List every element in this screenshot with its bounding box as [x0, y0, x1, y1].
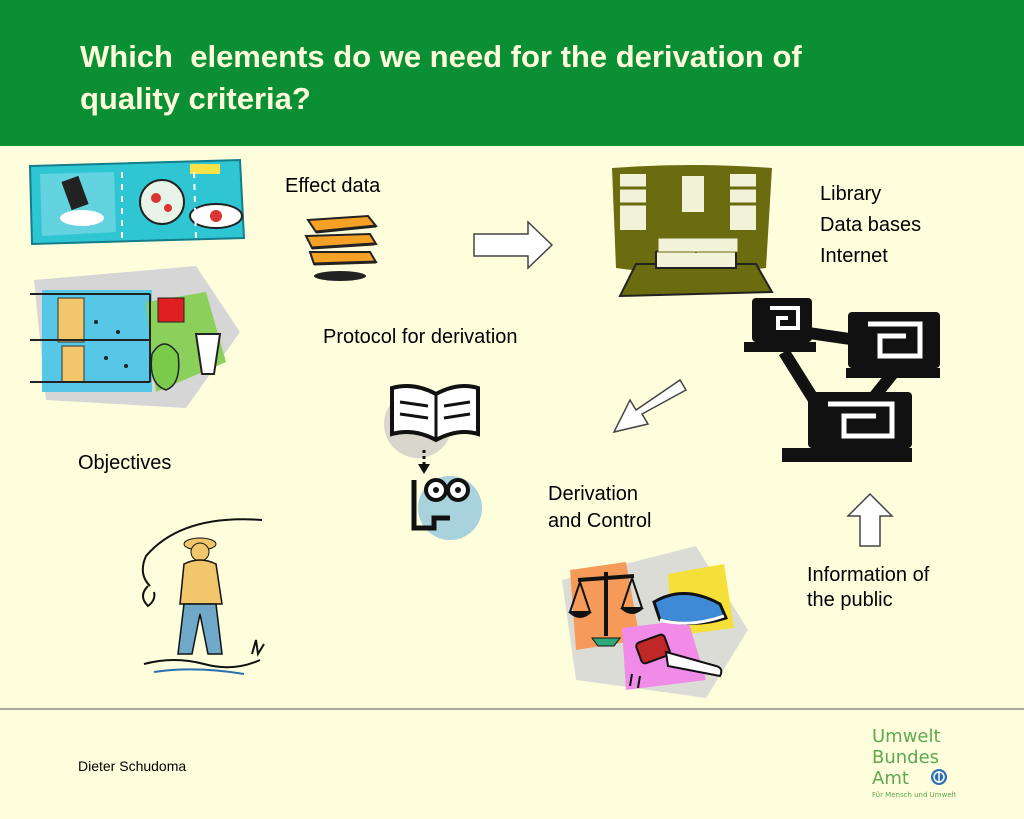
footer-divider: [0, 708, 1024, 710]
book-to-thinker-icon: [384, 384, 482, 540]
info-public-label-line2: the public: [807, 589, 893, 611]
databases-label: Data bases: [820, 214, 922, 236]
effect-data-label: Effect data: [285, 175, 381, 197]
logo-word-3: Amt: [872, 768, 909, 789]
author-name: Dieter Schudoma: [78, 758, 187, 774]
scales-gavel-book-clipart-icon: [562, 546, 748, 698]
networked-computers-icon: [744, 298, 940, 462]
laboratory-clipart-icon: [28, 158, 246, 246]
fisherman-clipart-icon: [141, 518, 265, 675]
globe-logo-icon: [931, 769, 947, 785]
derivation-label-line1: Derivation: [548, 483, 639, 505]
slide-title: Which elements do we need for the deriva…: [80, 39, 802, 116]
info-public-label-line1: Information of: [807, 564, 930, 586]
arrow-right-icon: [473, 220, 554, 270]
logo-tagline: Für Mensch und Umwelt: [872, 791, 957, 799]
uba-logo: Umwelt Bundes Amt Für Mensch und Umwelt: [872, 726, 956, 800]
protocol-label: Protocol for derivation: [323, 326, 518, 348]
objectives-label: Objectives: [78, 452, 172, 474]
library-label: Library: [820, 183, 882, 205]
derivation-label-line2: and Control: [548, 510, 652, 532]
stacked-books-icon: [304, 214, 378, 281]
arrow-up-icon: [846, 492, 894, 547]
aquarium-test-clipart-icon: [30, 266, 240, 408]
arrow-down-left-icon: [612, 378, 688, 434]
library-building-icon: [612, 165, 774, 298]
logo-word-1: Umwelt: [872, 726, 941, 747]
logo-word-2: Bundes: [872, 747, 940, 768]
slide-header: Which elements do we need for the deriva…: [0, 0, 1024, 146]
internet-label: Internet: [820, 245, 888, 267]
